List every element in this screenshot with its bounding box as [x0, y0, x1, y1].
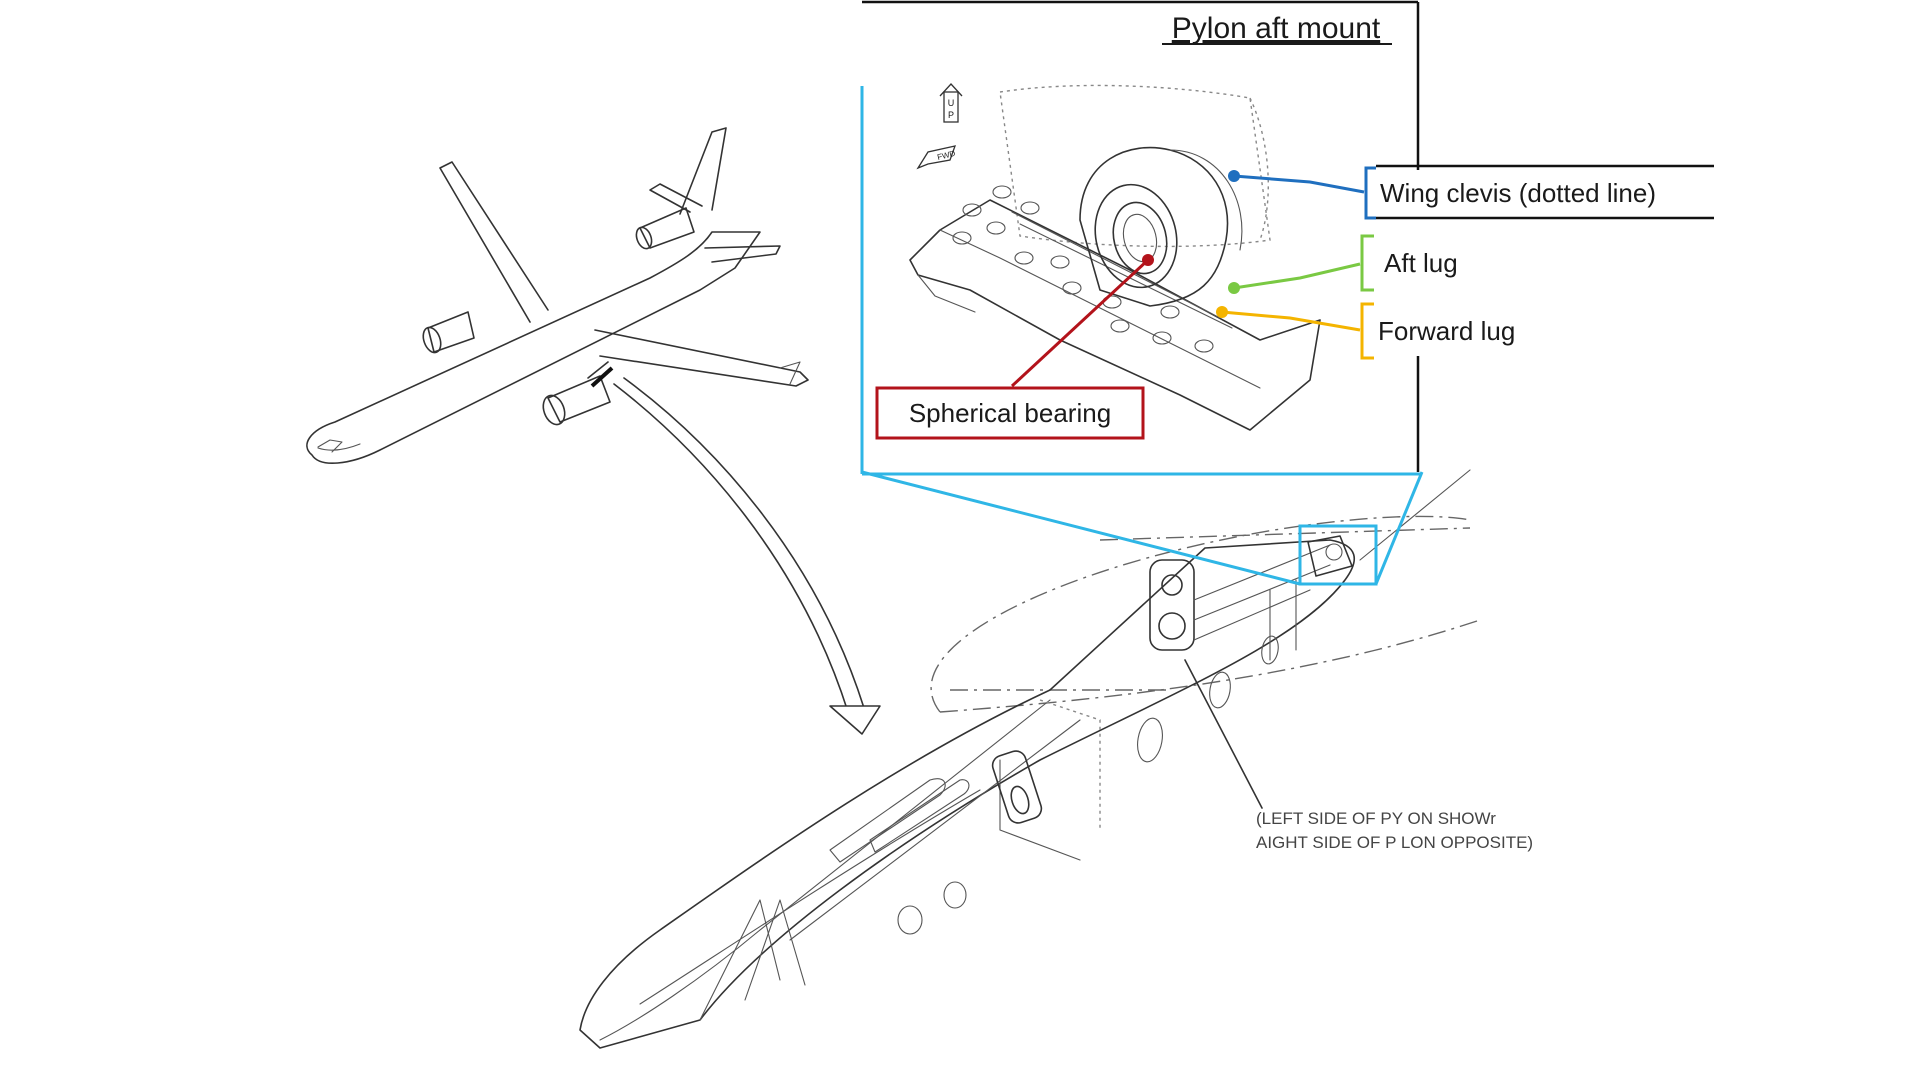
airplane-illustration	[306, 127, 809, 465]
forward-lug-label: Forward lug	[1378, 316, 1515, 346]
up-arrow-icon: U P	[939, 83, 963, 123]
wing-clevis-label: Wing clevis (dotted line)	[1380, 178, 1656, 208]
svg-text:U: U	[948, 98, 955, 108]
spherical-bearing-box	[875, 386, 1145, 440]
pylon-illustration	[579, 469, 1481, 1049]
aft-mount-detail: U P FWD	[909, 83, 1321, 431]
spherical-bearing-callout	[875, 254, 1154, 440]
fwd-arrow-icon: FWD	[916, 145, 956, 170]
zoom-arrow	[613, 377, 881, 735]
diagram-title: Pylon aft mount	[1172, 12, 1381, 45]
aft-lug-callout	[1228, 234, 1374, 294]
aft-lug-label: Aft lug	[1384, 248, 1458, 278]
svg-text:FWD: FWD	[936, 149, 956, 162]
wing-clevis-callout	[1228, 164, 1714, 220]
zoom-source-box	[1298, 524, 1378, 586]
note-line-1: (LEFT SIDE OF PY ON SHOWr	[1256, 809, 1496, 828]
spherical-bearing-label: Spherical bearing	[909, 398, 1111, 428]
forward-lug-callout	[1216, 302, 1374, 360]
note-line-2: AIGHT SIDE OF P LON OPPOSITE)	[1256, 833, 1533, 852]
zoom-frame	[860, 0, 1424, 586]
svg-text:P: P	[948, 110, 954, 120]
